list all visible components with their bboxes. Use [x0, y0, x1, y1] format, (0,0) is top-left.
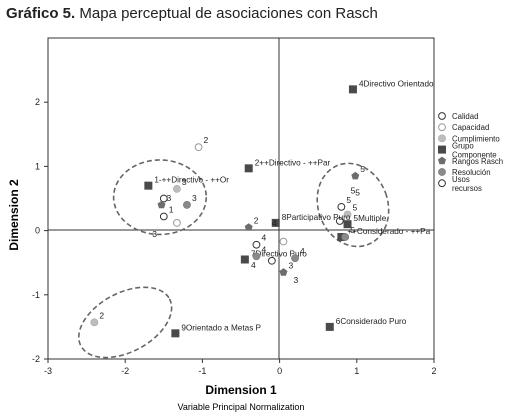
point-label: 7Directivo Puro — [251, 249, 307, 258]
point-capacidad — [173, 218, 181, 227]
plot-frame — [47, 37, 435, 360]
point-label: 4 — [272, 218, 277, 228]
point-grupo-componente — [144, 181, 153, 190]
point-resolucion — [252, 252, 261, 261]
point-label: 5 — [351, 185, 356, 195]
point-resolucion — [341, 233, 350, 241]
point-label: ++Considerado - ++Pa — [347, 227, 430, 236]
chart-title-text: Mapa perceptual de asociaciones con Rasc… — [79, 5, 378, 22]
point-label: 5 — [360, 164, 365, 174]
point-label: 5 — [355, 187, 360, 197]
legend-label: recursos — [452, 184, 482, 193]
legend: CalidadCapacidadCumplimientoGrupoCompone… — [438, 112, 503, 193]
point-grupo-componente — [343, 220, 352, 229]
point-label: 1-++Directivo - ++Or — [154, 176, 229, 185]
point-cumplimiento — [173, 184, 181, 193]
point-label: 8Participativo Puro — [282, 213, 351, 222]
legend-label: Resolución — [452, 168, 491, 177]
x-axis-label: Dimension 1 — [205, 383, 277, 397]
point-resolucion — [183, 201, 191, 209]
point-capacidad — [194, 143, 203, 152]
point-label: 5 — [353, 203, 358, 213]
point-calidad — [252, 240, 261, 249]
point-label: 2 — [204, 135, 209, 145]
legend-label: Usos — [452, 175, 470, 184]
point-capacidad — [279, 237, 288, 246]
point-grupo-componente — [348, 85, 357, 94]
point-calidad — [337, 202, 346, 211]
point-label: 3 — [293, 275, 298, 285]
legend-label: Componente — [452, 151, 497, 160]
point-cumplimiento — [343, 210, 352, 219]
point-calidad — [335, 217, 344, 225]
point-grupo-componente — [240, 255, 249, 264]
legend-marker — [438, 179, 446, 188]
point-calidad — [159, 194, 168, 203]
point-grupo-componente — [271, 218, 280, 227]
cluster-ellipse — [316, 162, 390, 248]
point-label: 3 — [192, 193, 197, 203]
cluster-ellipse — [112, 159, 208, 236]
y-tick-label: 1 — [35, 161, 40, 171]
point-calidad — [267, 256, 276, 265]
legend-label: Rangos Rasch — [452, 157, 503, 166]
x-tick-label: -3 — [44, 366, 52, 376]
point-label: 4Directivo Orientado — [359, 79, 434, 88]
point-grupo-componente — [244, 164, 253, 173]
legend-marker — [438, 168, 446, 176]
y-tick-label: -1 — [32, 290, 40, 300]
point-label: 3 — [152, 229, 157, 239]
x-tick-label: -2 — [121, 366, 129, 376]
point-grupo-componente — [325, 322, 334, 331]
legend-label: Capacidad — [452, 123, 489, 132]
point-label: 3 — [288, 260, 293, 270]
point-calidad — [159, 212, 168, 221]
point-label: 5Multiple — [354, 214, 387, 223]
point-rangos-rasch — [279, 268, 288, 276]
cluster-ellipse — [77, 286, 173, 359]
legend-marker — [438, 145, 446, 154]
point-cumplimiento — [90, 318, 99, 327]
point-label: 4 — [251, 260, 256, 270]
legend-marker — [438, 112, 446, 120]
point-rangos-rasch — [351, 171, 360, 180]
x-tick-label: 0 — [277, 366, 282, 376]
x-axis-subtitle: Variable Principal Normalization — [178, 402, 305, 412]
x-tick-label: 1 — [354, 366, 359, 376]
point-label: 5 — [350, 225, 355, 235]
legend-marker — [438, 156, 446, 165]
y-tick-label: 0 — [35, 226, 40, 236]
point-label: 2 — [254, 215, 259, 225]
point-label: 3 — [166, 193, 171, 203]
point-label: 3 — [182, 177, 187, 187]
point-resolucion — [291, 254, 299, 263]
point-rangos-rasch — [244, 223, 253, 231]
point-label: 2++Directivo - ++Par — [255, 158, 331, 167]
legend-marker — [438, 123, 446, 132]
point-grupo-componente — [171, 329, 180, 338]
y-tick-label: -2 — [32, 354, 40, 364]
axis-ticks: -3 -2 -1 0 1 2 -2 -1 0 1 2 — [32, 97, 437, 376]
point-label: 9Orientado a Metas P — [181, 323, 261, 332]
point-label: 2 — [99, 310, 104, 320]
y-tick-label: 2 — [35, 97, 40, 107]
legend-marker — [438, 134, 446, 143]
x-tick-label: -1 — [198, 366, 206, 376]
point-rangos-rasch — [157, 200, 166, 209]
data-points: 1 4 5 2 2 3 5 1-++Directivo - ++Or 2++Directivo … — [90, 79, 434, 338]
point-label: 6Considerado Puro — [336, 317, 407, 326]
point-label: 4 — [300, 246, 305, 256]
point-label: 4 — [261, 233, 266, 243]
point-label: 1 — [169, 204, 174, 214]
chart-title-prefix: Gráfico 5. — [6, 5, 76, 22]
point-label: 4 — [261, 244, 266, 254]
x-tick-label: 2 — [431, 366, 436, 376]
y-axis-label: Dimension 2 — [7, 179, 21, 251]
legend-label: Cumplimiento — [452, 134, 500, 143]
legend-label: Calidad — [452, 112, 478, 121]
chart-title: Gráfico 5. Mapa perceptual de asociacion… — [6, 5, 378, 22]
legend-label: Grupo — [452, 142, 474, 151]
point-label: 5 — [346, 195, 351, 205]
